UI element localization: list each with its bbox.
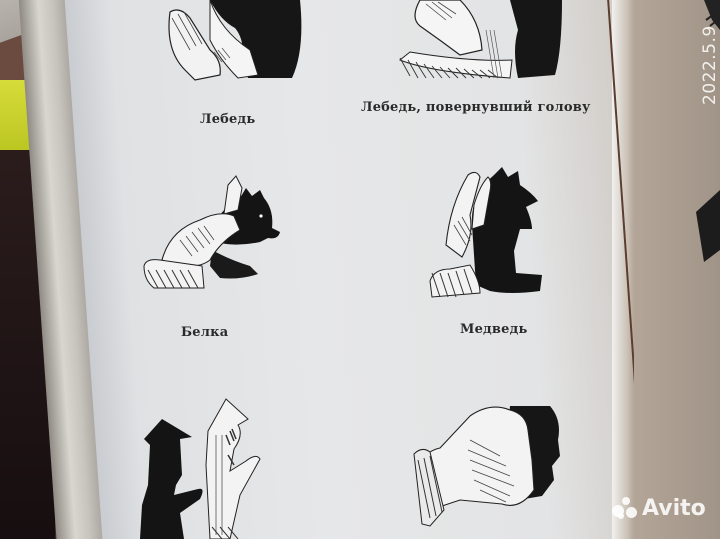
caption-swan: Лебедь	[200, 112, 256, 127]
squirrel-illustration	[143, 175, 280, 289]
swan-turned-head-illustration	[399, 0, 562, 79]
book-right-page	[634, 0, 720, 539]
swan-illustration	[168, 0, 302, 81]
bear-illustration	[429, 167, 542, 298]
date-stamp: 2022.5.9	[700, 25, 720, 105]
avito-logo-icon	[612, 496, 638, 521]
avito-brand-text: Avito	[642, 496, 706, 521]
caption-bear: Медведь	[460, 322, 528, 337]
face-profile-illustration	[413, 406, 560, 527]
caption-swan-turned-head: Лебедь, повернувший голову	[361, 100, 591, 115]
avito-watermark: Avito	[612, 496, 706, 521]
caption-squirrel: Белка	[181, 325, 229, 340]
man-with-hat-illustration	[140, 398, 261, 539]
